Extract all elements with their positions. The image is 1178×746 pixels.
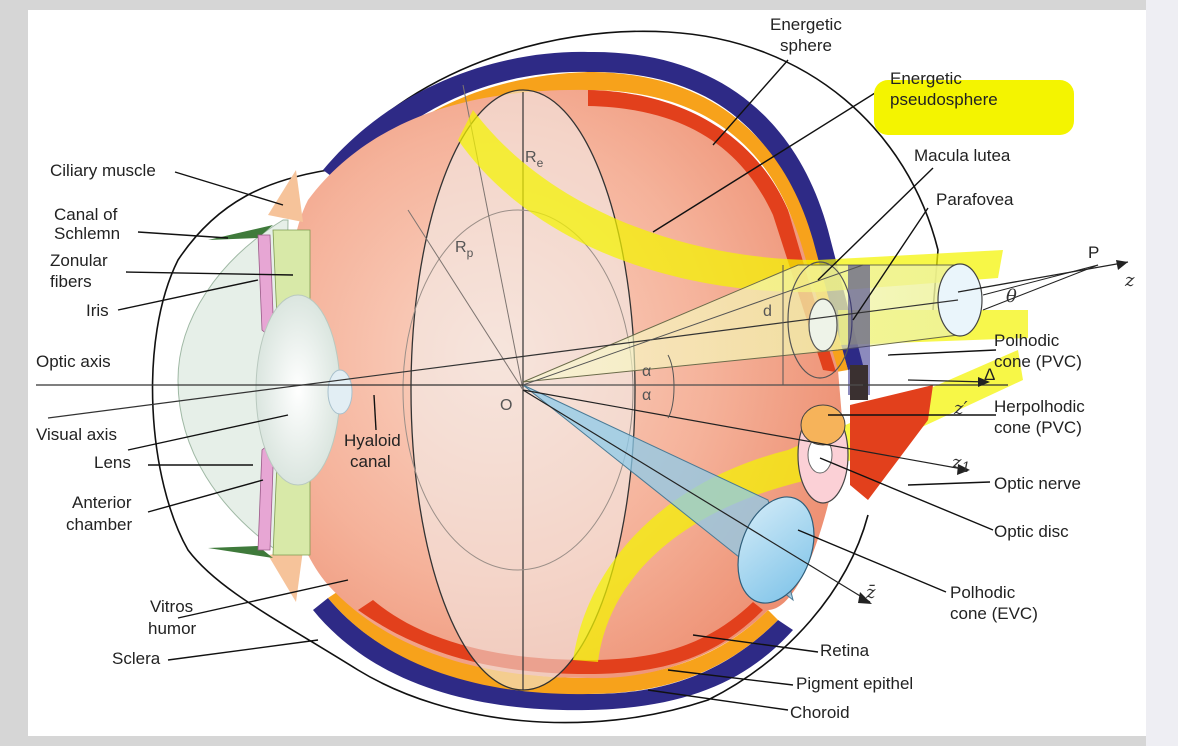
label-pigment-epithel: Pigment epithel	[796, 674, 913, 693]
alpha-arc	[667, 354, 675, 419]
pigment-epithel-lower	[328, 588, 778, 695]
choroid-layer-lower	[313, 598, 793, 711]
leader-lines	[117, 59, 997, 711]
z-axis-arrow	[957, 261, 1129, 293]
z-prime-arrow	[907, 379, 989, 383]
canal-of-schlemn-upper	[208, 225, 273, 240]
fovea-dark	[850, 365, 868, 400]
label-polhodic-cone-pvc: Polhodic cone (PVC)	[994, 331, 1082, 371]
label-lens: Lens	[94, 453, 131, 472]
z1-arrowhead	[957, 464, 970, 475]
ciliary-muscle-lower	[268, 550, 303, 602]
sight-line-upper	[522, 264, 864, 386]
z-bar-arrow-line	[522, 389, 871, 603]
label-energetic-sphere: Energetic sphere	[770, 15, 847, 55]
label-herpolhodic-cone-pvc: Herpolhodic cone (PVC)	[994, 397, 1089, 437]
label-energetic-pseudosphere: Energetic pseudosphere	[890, 69, 998, 109]
lens	[255, 294, 341, 486]
label-macula-lutea: Macula lutea	[914, 146, 1011, 165]
label-zonular-fibers: Zonular fibers	[50, 251, 112, 291]
symbol-d: d	[763, 303, 772, 320]
symbol-p: P	[1088, 243, 1099, 262]
symbol-re: Re	[525, 149, 544, 170]
polhodic-cone-pvc-cap	[937, 263, 983, 337]
label-parafovea: Parafovea	[936, 190, 1014, 209]
diagram-frame: Re Rp O d α α θ P z z′ z1 z̄ Δ Energet	[28, 10, 1146, 736]
radius-rp-line	[407, 209, 524, 391]
label-iris: Iris	[86, 301, 109, 320]
hyaloid-canal-entry	[327, 369, 353, 415]
symbol-rp: Rp	[455, 239, 474, 260]
symbol-o: O	[500, 397, 512, 414]
label-visual-axis: Visual axis	[36, 425, 117, 444]
retina-layer-lower	[358, 600, 763, 674]
label-anterior-chamber: Anterior chamber	[66, 493, 136, 534]
label-optic-disc: Optic disc	[994, 522, 1069, 541]
canal-of-schlemn-lower	[208, 546, 273, 558]
symbol-z: z	[1124, 270, 1135, 291]
z-bar-arrowhead	[858, 592, 872, 604]
symbol-delta: Δ	[984, 365, 995, 384]
symbol-alpha-upper: α	[642, 363, 651, 380]
theta-line-upper	[982, 264, 1099, 296]
z1-arrow-line	[522, 389, 969, 471]
label-vitros-humor: Vitros humor	[148, 597, 198, 638]
ciliary-muscle-upper	[268, 170, 303, 222]
label-optic-axis: Optic axis	[36, 352, 111, 371]
label-canal-of-schlemn: Canal of Schlemn	[54, 205, 122, 243]
label-hyaloid-canal: Hyaloid canal	[344, 431, 405, 471]
label-polhodic-cone-evc: Polhodic cone (EVC)	[950, 583, 1038, 623]
symbol-theta: θ	[1006, 286, 1017, 307]
label-ciliary-muscle: Ciliary muscle	[50, 161, 156, 180]
retina-layer	[588, 90, 836, 372]
pseudosphere-band-upper	[458, 110, 1003, 293]
optic-nerve	[850, 385, 933, 500]
symbol-alpha-lower: α	[642, 387, 651, 404]
polhodic-cone-evc-cap	[737, 496, 815, 604]
symbol-z-prime: z′	[953, 398, 968, 419]
label-sclera: Sclera	[112, 649, 161, 668]
symbol-z-bar: z̄	[865, 582, 876, 603]
polar-ellipse-faint	[402, 209, 634, 571]
eye-diagram: Re Rp O d α α θ P z z′ z1 z̄ Δ Energet	[36, 15, 1135, 724]
herpolhodic-cone-rim	[800, 404, 846, 446]
z-axis-arrowhead	[1116, 260, 1128, 270]
z-prime-arrowhead	[978, 377, 990, 387]
label-choroid: Choroid	[790, 703, 850, 722]
theta-line-lower	[982, 264, 1099, 311]
side-panel	[1146, 0, 1178, 746]
label-retina: Retina	[820, 641, 870, 660]
macula-ring-inner	[808, 298, 838, 352]
pseudosphere-label-highlight	[874, 80, 1074, 135]
visual-axis-line	[47, 299, 959, 419]
fovea-block	[848, 265, 870, 395]
label-optic-nerve: Optic nerve	[994, 474, 1081, 493]
symbol-z1: z1	[951, 452, 970, 476]
